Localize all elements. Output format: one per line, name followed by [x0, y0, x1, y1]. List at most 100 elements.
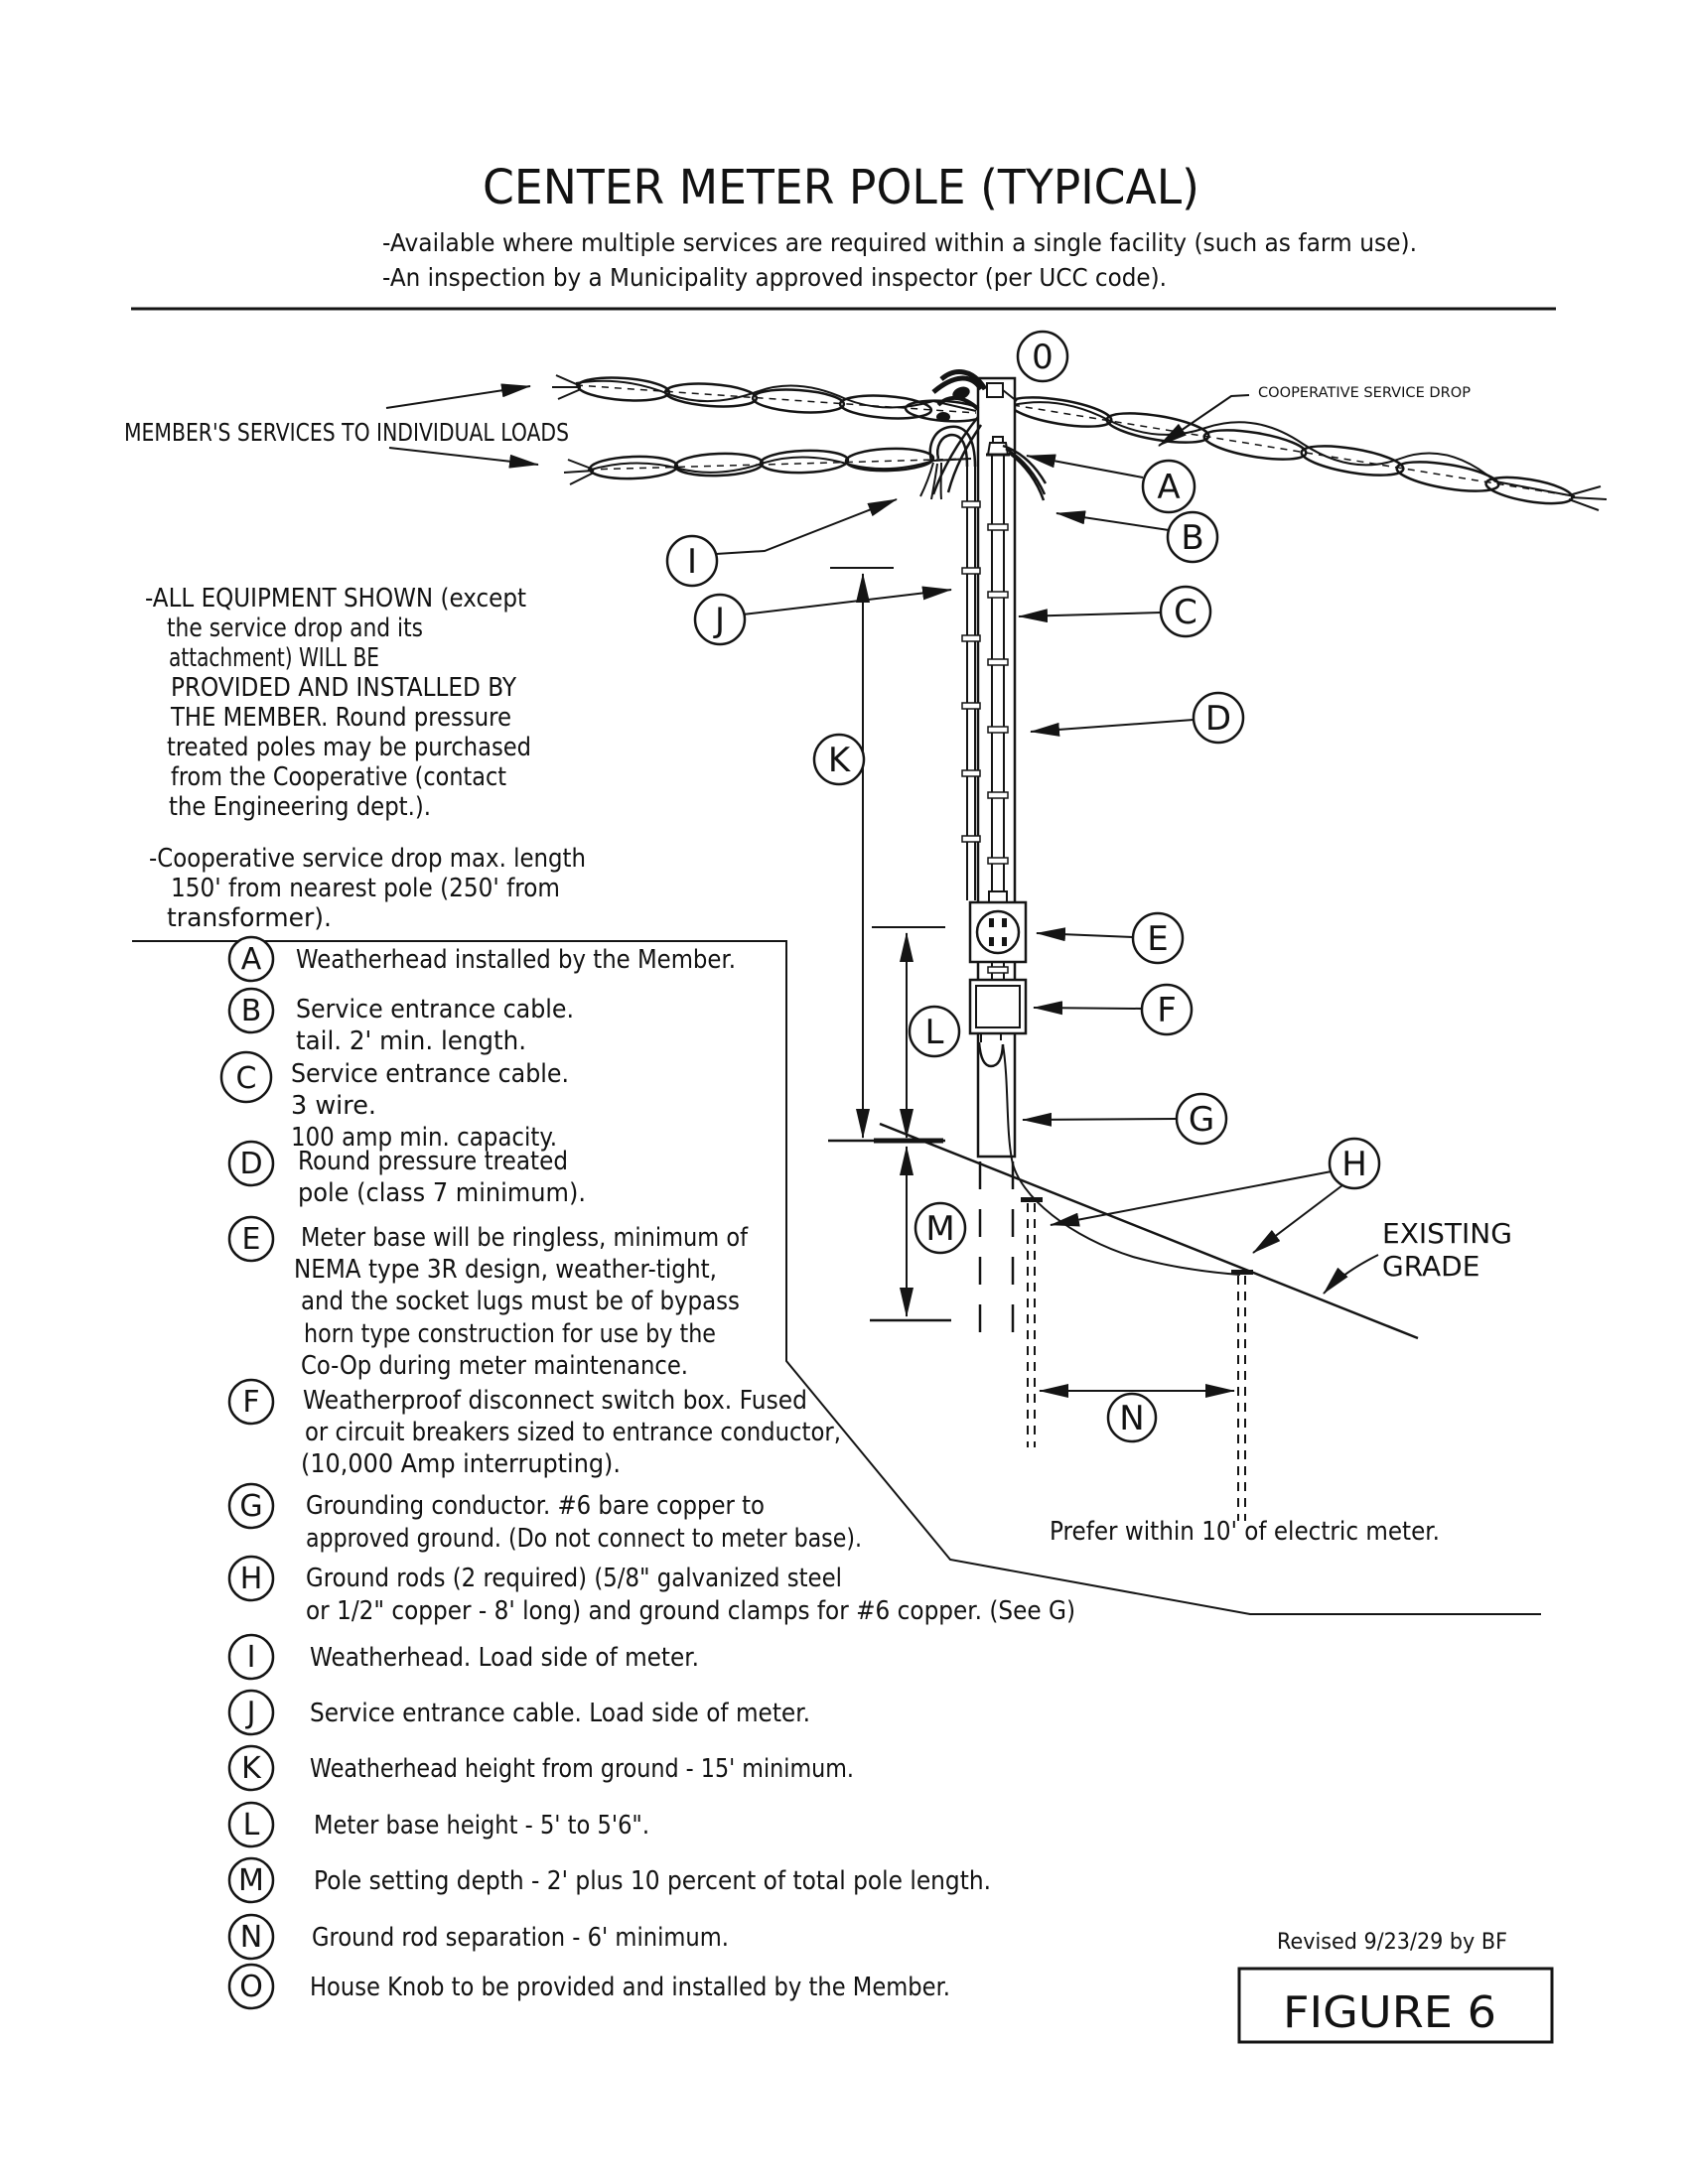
legend-text: 100 amp min. capacity. [291, 1123, 557, 1153]
legend-key: K [241, 1751, 262, 1786]
legend-key: M [238, 1863, 264, 1898]
note-line: PROVIDED AND INSTALLED BY [171, 673, 516, 703]
legend-text: Ground rods (2 required) (5/8" galvanize… [306, 1564, 842, 1593]
legend-item-l: L Meter base height - 5' to 5'6". [227, 1801, 649, 1848]
legend-text: tail. 2' min. length. [296, 1026, 526, 1056]
house-knob-tie [1002, 389, 1018, 402]
callout-l: L [908, 1005, 961, 1058]
disconnect-switch-box [968, 962, 1028, 1035]
legend-key: O [239, 1970, 263, 2004]
legend-key: F [242, 1385, 259, 1420]
note-line: treated poles may be purchased [167, 733, 531, 762]
legend: A Weatherhead installed by the Member. B… [219, 935, 1075, 2010]
legend-key: C [236, 1061, 257, 1096]
load-side-conduit [919, 425, 981, 900]
callout-letter: L [925, 1013, 944, 1052]
legend-text: Ground rod separation - 6' minimum. [312, 1923, 729, 1953]
legend-key: L [243, 1808, 260, 1843]
house-knob [986, 382, 1004, 398]
callout-d: D [1192, 691, 1245, 745]
legend-text: Weatherhead. Load side of meter. [310, 1643, 699, 1673]
figure-title-block: FIGURE 6 [1237, 1967, 1554, 2044]
legend-key: I [247, 1640, 256, 1675]
legend-item-o: O House Knob to be provided and installe… [227, 1963, 950, 2010]
legend-item-m: M Pole setting depth - 2' plus 10 percen… [227, 1856, 991, 1904]
legend-text: Round pressure treated [298, 1147, 568, 1176]
existing-grade-label-1: EXISTING [1382, 1217, 1512, 1250]
legend-text: Meter base height - 5' to 5'6". [314, 1811, 649, 1841]
existing-grade-leader [1323, 1254, 1379, 1295]
prefer-note: Prefer within 10' of electric meter. [1050, 1517, 1440, 1547]
leader-h-right [1252, 1184, 1343, 1254]
callout-letter: A [1157, 468, 1180, 507]
leader-e [1036, 927, 1134, 942]
legend-item-f: F Weatherproof disconnect switch box. Fu… [227, 1378, 841, 1479]
legend-item-n: N Ground rod separation - 6' minimum. [227, 1913, 729, 1961]
leader-i [715, 498, 898, 555]
callout-letter: I [687, 542, 697, 582]
callout-letter: B [1181, 518, 1203, 558]
legend-text: Service entrance cable. [296, 995, 574, 1024]
callout-letter: E [1147, 919, 1168, 959]
callout-g: G [1175, 1092, 1228, 1146]
note-line: attachment) WILL BE [169, 643, 379, 673]
note-line: 150' from nearest pole (250' from [171, 874, 560, 903]
legend-text: and the socket lugs must be of bypass [301, 1287, 740, 1316]
callout-f: F [1140, 983, 1194, 1036]
legend-text: Service entrance cable. [291, 1059, 569, 1089]
leader-h-left [1050, 1170, 1333, 1227]
legend-item-g: G Grounding conductor. #6 bare copper to… [227, 1482, 862, 1554]
legend-key: B [241, 994, 262, 1028]
note-line: -Cooperative service drop max. length [149, 844, 586, 874]
leader-b [1055, 510, 1170, 531]
legend-text: or circuit breakers sized to entrance co… [305, 1418, 841, 1447]
legend-boundary [132, 940, 1541, 1615]
figure-number: FIGURE 6 [1283, 1987, 1496, 2038]
leader-j [742, 586, 952, 615]
legend-key: J [245, 1696, 256, 1730]
revised-note: Revised 9/23/29 by BF [1277, 1930, 1507, 1955]
members-services-label: MEMBER'S SERVICES TO INDIVIDUAL LOADS [124, 418, 569, 447]
legend-text: House Knob to be provided and installed … [310, 1973, 950, 2002]
legend-text: NEMA type 3R design, weather-tight, [294, 1255, 717, 1285]
legend-text: approved ground. (Do not connect to mete… [306, 1524, 862, 1554]
callout-letter: C [1174, 593, 1197, 632]
note-line: the Engineering dept.). [169, 792, 431, 822]
callout-n: N [1106, 1392, 1158, 1443]
ground-rod-right [1231, 1270, 1253, 1521]
legend-text: Meter base will be ringless, minimum of [301, 1223, 749, 1253]
dimension-l [872, 926, 945, 1139]
dimension-k [830, 567, 894, 1139]
weatherhead-a [986, 442, 1010, 456]
legend-item-h: H Ground rods (2 required) (5/8" galvani… [227, 1555, 1075, 1626]
subtitle-line-1: -Available where multiple services are r… [382, 228, 1417, 257]
callout-letter: 0 [1032, 338, 1054, 377]
note-line: transformer). [167, 903, 332, 933]
callout-a: A [1141, 459, 1196, 514]
cooperative-service-drop-label: COOPERATIVE SERVICE DROP [1258, 385, 1471, 401]
leader-c [1018, 609, 1162, 623]
leader-g [1022, 1112, 1178, 1127]
equipment-note: -ALL EQUIPMENT SHOWN (except the service… [145, 584, 531, 822]
legend-key: H [240, 1562, 263, 1596]
cooperative-service-drop-leader [1158, 394, 1250, 447]
legend-text: or 1/2" copper - 8' long) and ground cla… [306, 1596, 1075, 1626]
legend-item-e: E Meter base will be ringless, minimum o… [227, 1215, 749, 1381]
legend-key: E [242, 1222, 261, 1257]
legend-text: pole (class 7 minimum). [298, 1178, 586, 1208]
callout-letter: K [828, 741, 852, 780]
subtitle-line-2: -An inspection by a Municipality approve… [382, 263, 1167, 292]
callout-k: K [812, 733, 866, 786]
callout-letter: D [1205, 699, 1231, 739]
legend-item-b: B Service entrance cable. tail. 2' min. … [227, 987, 574, 1056]
meter-base [968, 890, 1028, 964]
legend-key: N [240, 1920, 262, 1955]
grounding-conductor [977, 1033, 1241, 1276]
legend-item-j: J Service entrance cable. Load side of m… [227, 1689, 810, 1736]
legend-text: Weatherhead installed by the Member. [296, 945, 736, 975]
members-services-arrow-upper [385, 383, 531, 409]
legend-key: A [241, 942, 262, 977]
legend-item-i: I Weatherhead. Load side of meter. [227, 1633, 699, 1681]
legend-text: horn type construction for use by the [304, 1319, 716, 1349]
